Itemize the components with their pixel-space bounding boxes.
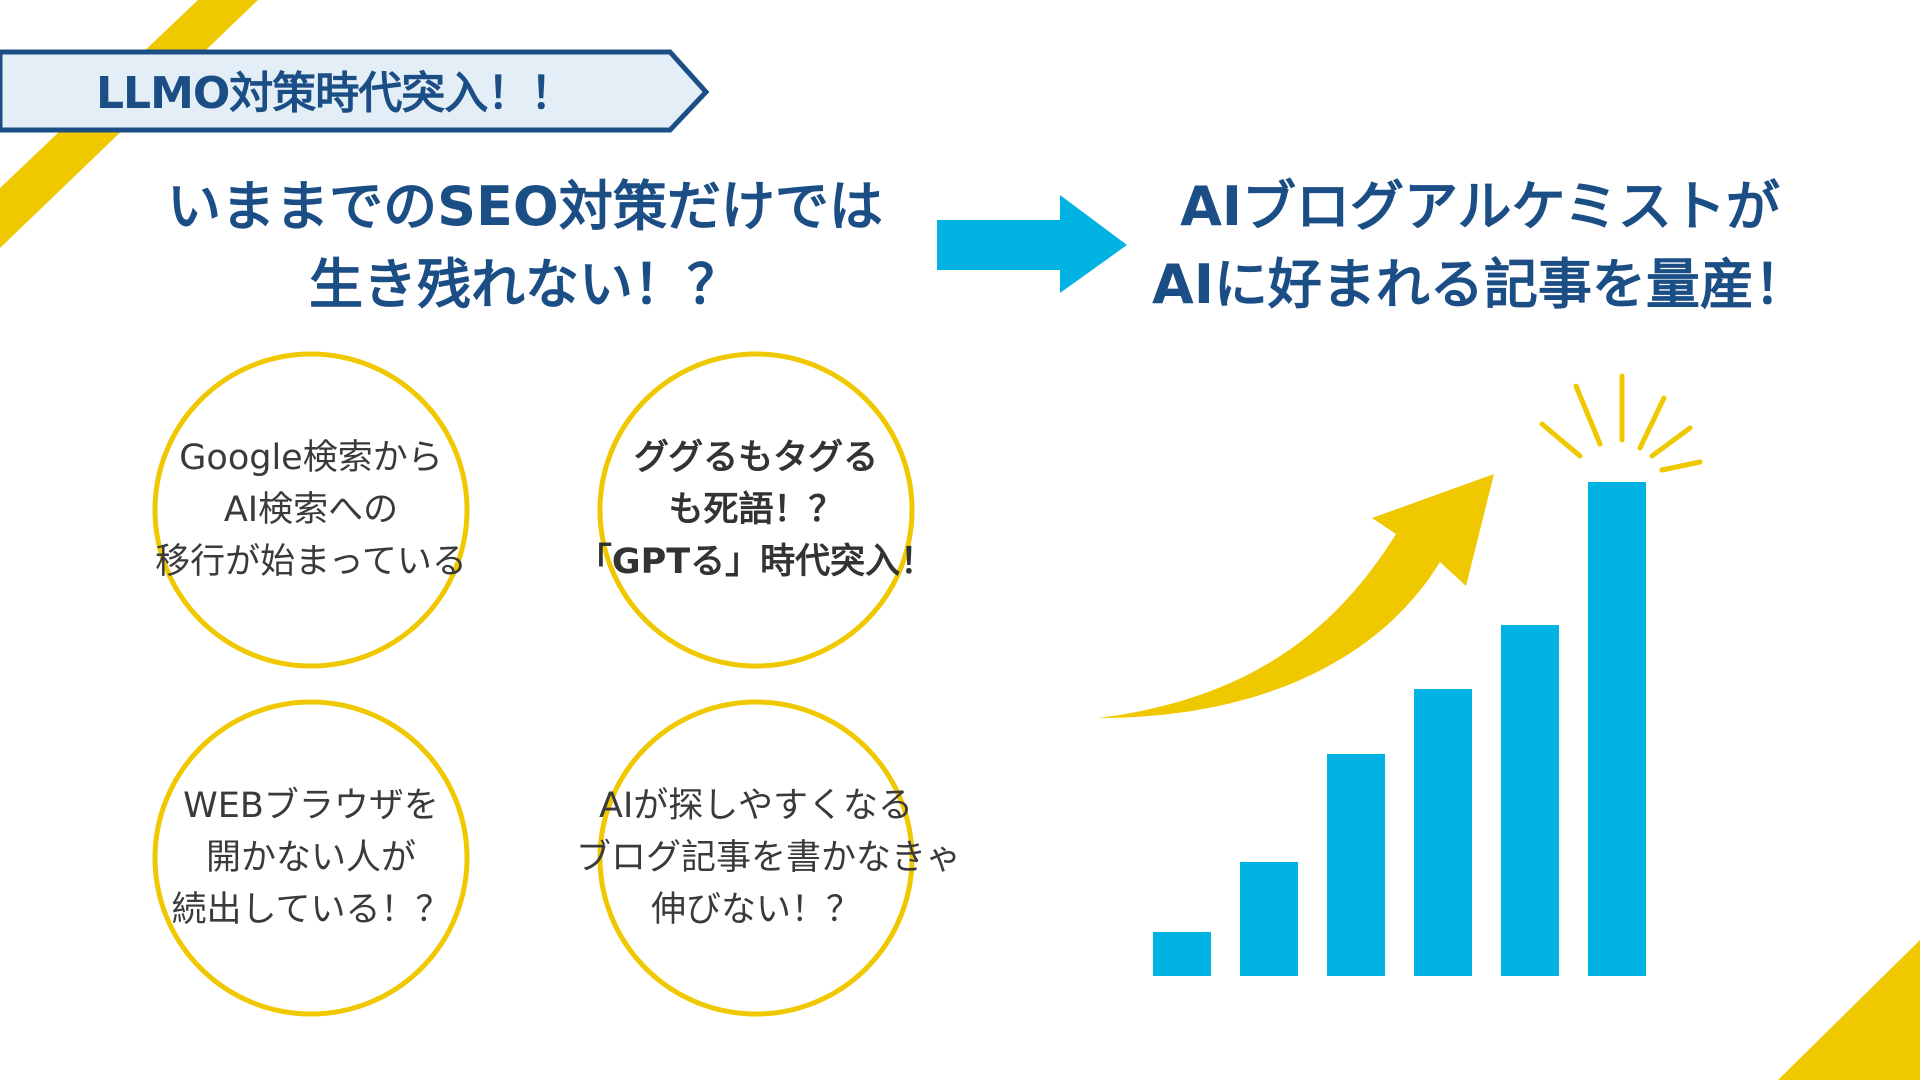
- headline-problem: いままでのSEO対策だけでは 生き残れない！？: [150, 168, 900, 324]
- point-2: ググるもタグる も死語！？ 「GPTる」時代突入！: [576, 432, 936, 588]
- headline-problem-line1: いままでのSEO対策だけでは: [167, 175, 883, 238]
- point-1-line3: 移行が始まっている: [155, 542, 467, 582]
- point-1-line2: AI検索への: [223, 490, 399, 530]
- growth-bar-3: [1327, 754, 1385, 976]
- growth-bar-6: [1588, 482, 1646, 976]
- point-4: AIが探しやすくなる ブログ記事を書かなきゃ 伸びない！？: [576, 780, 962, 936]
- headline-solution-line1: AIブログアルケミストが: [1180, 175, 1780, 238]
- banner-label: LLMO対策時代突入！！: [96, 68, 574, 119]
- point-3-line3: 続出している！？: [171, 890, 451, 930]
- banner-shape: [0, 49, 710, 133]
- point-3: WEBブラウザを 開かない人が 続出している！？: [131, 780, 491, 936]
- growth-bar-2: [1240, 862, 1298, 976]
- point-3-line1: WEBブラウザを: [183, 786, 439, 826]
- point-2-line2: も死語！？: [668, 490, 844, 530]
- headline-solution: AIブログアルケミストが AIに好まれる記事を量産！: [1110, 168, 1850, 324]
- headline-problem-line2: 生き残れない！？: [309, 253, 741, 316]
- growth-bars: [1153, 482, 1646, 976]
- point-2-line1: ググるもタグる: [633, 438, 879, 478]
- sparkle-icon: [1539, 373, 1703, 473]
- point-2-line3: 「GPTる」時代突入！: [576, 542, 936, 582]
- growth-bar-1: [1153, 932, 1211, 976]
- headline-solution-line2: AIに好まれる記事を量産！: [1152, 253, 1808, 316]
- point-4-line3: 伸びない！？: [650, 890, 861, 930]
- point-1: Google検索から AI検索への 移行が始まっている: [131, 432, 491, 588]
- bottom-right-triangle: [1778, 940, 1920, 1080]
- point-4-line1: AIが探しやすくなる: [599, 786, 913, 826]
- point-3-line2: 開かない人が: [205, 838, 416, 878]
- rising-arrow-icon: [1098, 474, 1494, 718]
- growth-bar-5: [1501, 625, 1559, 976]
- growth-bar-4: [1414, 689, 1472, 976]
- point-4-line2: ブログ記事を書かなきゃ: [576, 838, 962, 878]
- point-1-line1: Google検索から: [179, 438, 443, 478]
